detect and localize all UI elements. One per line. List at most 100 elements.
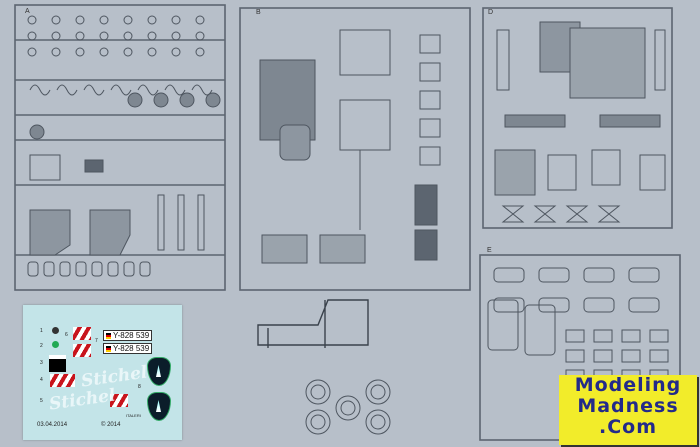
rail-part: [496, 29, 510, 91]
small-part: [195, 47, 205, 57]
window-part: [493, 297, 525, 313]
strut-part: [177, 194, 185, 251]
small-part: [621, 349, 641, 363]
spring-part: [137, 84, 159, 96]
small-part: [195, 31, 205, 41]
tire-part: [365, 409, 391, 435]
small-part: [123, 261, 135, 277]
tire-rim-part: [340, 400, 356, 416]
bench-part: [599, 114, 661, 128]
wheel-hub-part: [179, 92, 195, 108]
spring-part: [29, 84, 51, 96]
small-part: [565, 329, 585, 343]
window-part: [524, 304, 556, 356]
x-brace-part: [501, 205, 525, 223]
window-part: [538, 267, 570, 283]
small-part: [75, 47, 85, 57]
stripe-decal: [73, 344, 91, 357]
small-part: [27, 47, 37, 57]
small-part: [419, 146, 441, 166]
small-part: [195, 15, 205, 25]
spring-part: [110, 84, 132, 96]
small-part: [565, 349, 585, 363]
small-part: [621, 329, 641, 343]
window-part: [583, 267, 615, 283]
panel-part: [591, 149, 621, 186]
wheel-hub-part: [205, 92, 221, 108]
small-part: [51, 15, 61, 25]
tire-part: [365, 379, 391, 405]
tire-part: [305, 409, 331, 435]
small-part: [593, 329, 613, 343]
small-part: [99, 15, 109, 25]
sprue-d-label: D: [488, 9, 494, 16]
decal-number: 5: [40, 398, 43, 404]
small-part: [75, 31, 85, 41]
tire-rim-part: [310, 384, 326, 400]
small-part: [171, 31, 181, 41]
tire-rim-part: [370, 414, 386, 430]
sprue-e-label: E: [487, 247, 492, 254]
decal-copyright: © 2014: [101, 422, 121, 428]
small-part: [59, 261, 71, 277]
watermark-line: Madness: [577, 395, 679, 417]
spring-part: [56, 84, 78, 96]
grille-panel-part: [261, 234, 308, 264]
small-part: [649, 349, 669, 363]
small-part: [419, 62, 441, 82]
strut-part: [197, 194, 205, 251]
watermark-line: Modeling: [574, 374, 682, 396]
small-part: [51, 31, 61, 41]
spring-part: [164, 84, 186, 96]
panel-part: [639, 154, 666, 191]
small-part: [139, 261, 151, 277]
tire-part: [335, 395, 361, 421]
small-part: [147, 31, 157, 41]
plate-text: Y-828 539: [113, 331, 150, 340]
small-part: [123, 31, 133, 41]
rail-part: [654, 29, 666, 91]
decal-number: 4: [40, 377, 43, 383]
window-part: [628, 267, 660, 283]
x-brace-part: [533, 205, 557, 223]
small-part: [593, 349, 613, 363]
small-part: [123, 47, 133, 57]
bench-part: [504, 114, 566, 128]
window-part: [583, 297, 615, 313]
decal-number: 2: [40, 343, 43, 349]
cab-body-part: [257, 299, 369, 348]
mudguard-part: [29, 209, 71, 256]
sprue-b-label: B: [256, 9, 261, 16]
grille-part: [84, 159, 104, 173]
panel-part: [494, 149, 536, 196]
roundel-decal: [52, 327, 59, 334]
small-part: [147, 15, 157, 25]
stripe-decal: [50, 374, 75, 387]
decal-sheet: 1 2 3 4 5 6 7 8 Y-828 539 Y-828 539 Stic…: [23, 305, 182, 440]
mudguard-part: [89, 209, 131, 256]
decal-number: 1: [40, 328, 43, 334]
sprue-b-frame: [239, 7, 471, 291]
tire-rim-part: [370, 384, 386, 400]
panel-part: [547, 154, 577, 191]
decal-number: 6: [65, 332, 68, 338]
small-part: [171, 15, 181, 25]
license-plate-decal: Y-828 539: [103, 343, 153, 354]
x-brace-part: [565, 205, 589, 223]
shield-insignia-decal: [147, 392, 171, 421]
stichel-decal: Stichel: [47, 385, 117, 415]
decal-number: 3: [40, 360, 43, 366]
small-part: [171, 47, 181, 57]
shield-insignia-decal: [147, 357, 171, 386]
small-part: [147, 47, 157, 57]
wheel-hub-part: [127, 92, 143, 108]
tire-part: [305, 379, 331, 405]
tire-rim-part: [310, 414, 326, 430]
plate-text: Y-828 539: [113, 344, 150, 353]
decal-number: 8: [138, 384, 141, 390]
small-part: [107, 261, 119, 277]
small-part: [75, 261, 87, 277]
small-part: [91, 261, 103, 277]
panel-part: [29, 154, 61, 181]
sprue-a-label: A: [25, 8, 30, 15]
